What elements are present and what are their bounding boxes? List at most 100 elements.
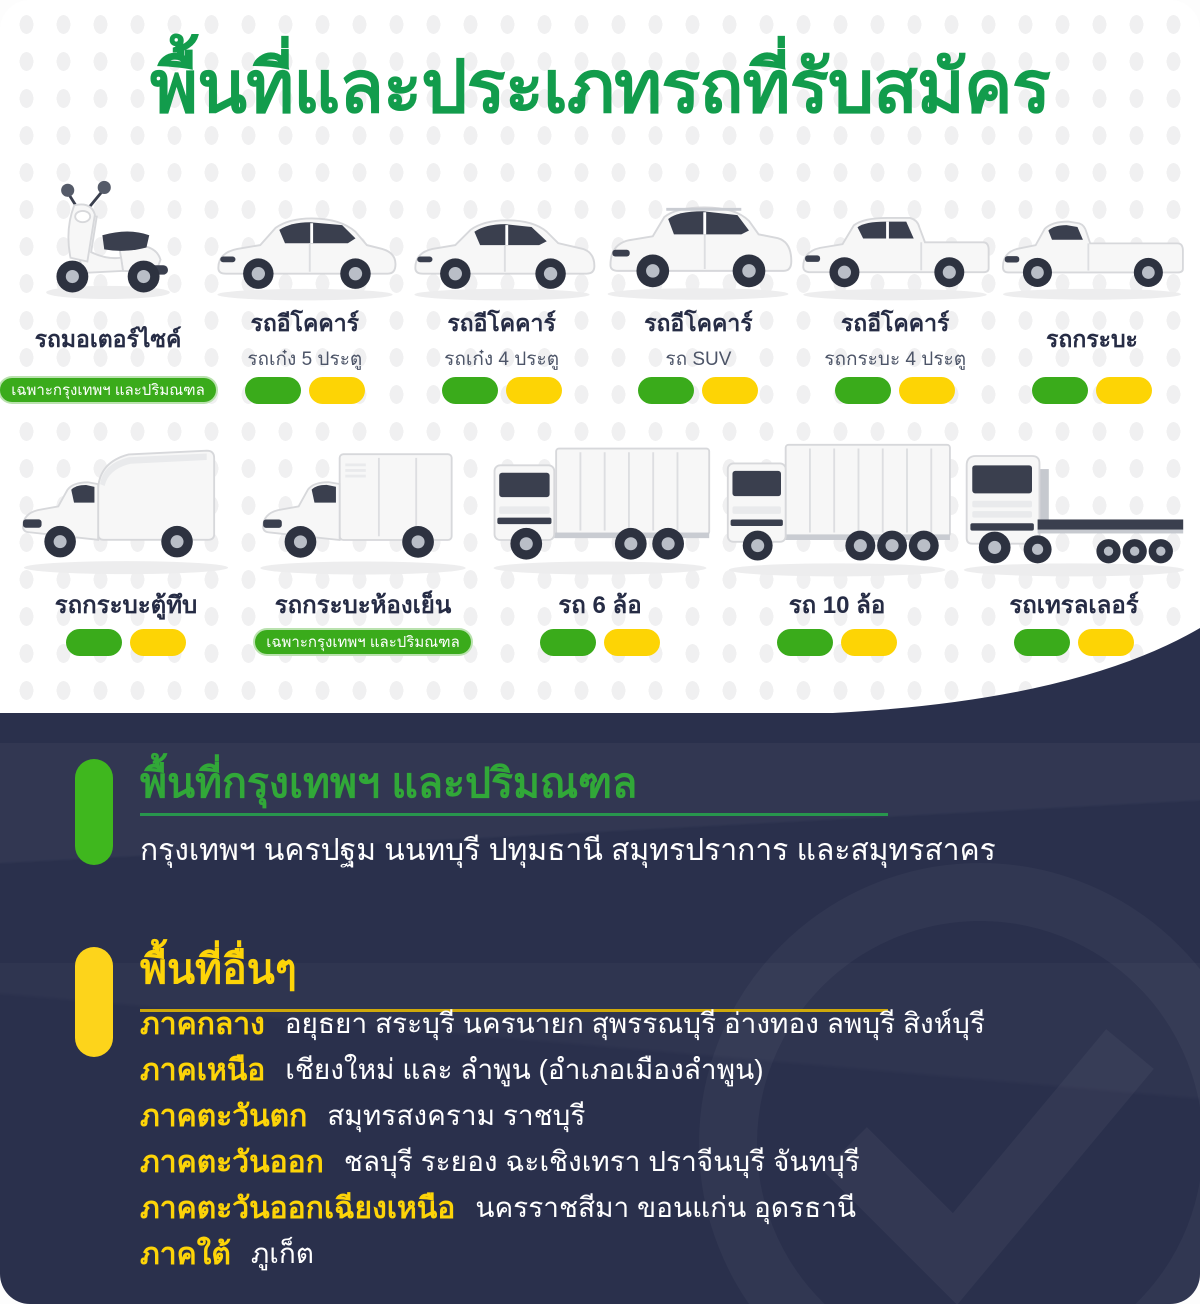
region-provinces: สมุทรสงคราม ราชบุรี [327, 1100, 586, 1131]
pickup-single-cab-image [1001, 220, 1184, 300]
vehicle-card-ecocar-4door: รถอีโคคาร์ รถเก๋ง 4 ประตู [406, 168, 598, 404]
region-label: ภาคตะวันออก [140, 1145, 324, 1179]
region-row: ภาคเหนือ เชียงใหม่ และ ลำพูน (อำเภอเมือง… [140, 1047, 1140, 1093]
yellow-pill [604, 628, 660, 656]
vehicle-subtitle: รถเก๋ง 4 ประตู [444, 349, 560, 370]
vehicle-name: รถ 6 ล้อ [558, 591, 642, 619]
yellow-pill [899, 376, 956, 404]
service-pills [441, 376, 562, 404]
vehicle-name: รถอีโคคาร์ [644, 310, 753, 336]
green-pill [66, 628, 122, 656]
yellow-pill [308, 376, 365, 404]
region-row: ภาคตะวันตก สมุทรสงคราม ราชบุรี [140, 1093, 1140, 1139]
vehicle-name: รถอีโคคาร์ [250, 310, 360, 336]
vehicle-name: รถ 10 ล้อ [788, 591, 886, 619]
region-provinces: เชียงใหม่ และ ลำพูน (อำเภอเมืองลำพูน) [285, 1054, 764, 1085]
vehicle-name: รถกระบะตู้ทึบ [54, 591, 198, 619]
green-pill [1014, 628, 1070, 656]
truck-10-wheel-image [726, 443, 951, 577]
region-provinces: ชลบุรี ระยอง ฉะเชิงเทรา ปราจีนบุรี จันทบ… [343, 1146, 860, 1177]
vehicle-card-pickup-refrigerated: รถกระบะห้องเย็น เฉพาะกรุงเทพฯ และปริมณฑล [247, 424, 479, 656]
region-label: ภาคกลาง [140, 1007, 265, 1041]
service-pills [540, 628, 660, 656]
motorcycle-image [46, 180, 170, 299]
yellow-underline [140, 1009, 888, 1012]
vehicle-card-ecocar-5door: รถอีโคคาร์ รถเก๋ง 5 ประตู [209, 168, 401, 404]
yellow-accent-bar [75, 947, 113, 1057]
green-pill [835, 376, 892, 404]
vehicle-card-truck-6wheel: รถ 6 ล้อ [484, 424, 716, 656]
bkk-only-badge: เฉพาะกรุงเทพฯ และปริมณฑล [253, 628, 473, 656]
green-pill [441, 376, 498, 404]
green-pill [244, 376, 301, 404]
region-label: ภาคตะวันตก [140, 1099, 308, 1133]
service-pills [1014, 628, 1134, 656]
region-label: ภาคตะวันออกเฉียงเหนือ [140, 1191, 456, 1225]
page-title: พื้นที่และประเภทรถที่รับสมัคร [150, 47, 1051, 128]
green-pill [540, 628, 596, 656]
suv-image [607, 206, 793, 300]
vehicle-card-pickup-box: รถกระบะตู้ทึบ [10, 424, 242, 656]
vehicle-card-ecocar-suv: รถอีโคคาร์ รถ SUV [602, 168, 794, 404]
check-circle-watermark-icon [823, 1029, 1154, 1304]
green-accent-bar [75, 759, 113, 865]
region-row: ภาคกลาง อยุธยา สระบุรี นครนายก สุพรรณบุร… [140, 1001, 1140, 1047]
yellow-pill [702, 376, 759, 404]
yellow-pill [130, 628, 186, 656]
region-provinces: นครราชสีมา ขอนแก่น อุดรธานี [475, 1192, 857, 1223]
region-row: ภาคใต้ ภูเก็ต [140, 1231, 1140, 1277]
vehicle-row-1: รถมอเตอร์ไซค์ เฉพาะกรุงเทพฯ และปริมณฑล ร… [0, 168, 1188, 404]
service-pills [835, 376, 956, 404]
region-label: ภาคใต้ [140, 1237, 231, 1271]
vehicle-subtitle: รถกระบะ 4 ประตู [824, 349, 967, 370]
service-pills [1031, 376, 1152, 404]
vehicle-card-trailer: รถเทรลเลอร์ [958, 424, 1190, 656]
regions-list: ภาคกลาง อยุธยา สระบุรี นครนายก สุพรรณบุร… [140, 1001, 1140, 1277]
green-underline [140, 813, 888, 816]
hatchback-image [217, 217, 397, 301]
yellow-pill [1095, 376, 1152, 404]
green-pill [1031, 376, 1088, 404]
region-provinces: ภูเก็ต [250, 1238, 314, 1269]
vehicle-row-2: รถกระบะตู้ทึบ [10, 424, 1190, 656]
pickup-refrigerated-image [260, 453, 466, 575]
region-label: ภาคเหนือ [140, 1053, 266, 1087]
green-pill [777, 628, 833, 656]
section-transition-curve [810, 628, 1200, 714]
vehicle-name: รถอีโคคาร์ [447, 310, 556, 336]
trailer-truck-image [963, 455, 1185, 577]
background-streak [0, 963, 1200, 1303]
sedan-image [413, 219, 595, 301]
bkk-section-title: พื้นที่กรุงเทพฯ และปริมณฑล [140, 760, 638, 806]
region-row: ภาคตะวันออก ชลบุรี ระยอง ฉะเชิงเทรา ปราจ… [140, 1139, 1140, 1185]
bkk-only-badge: เฉพาะกรุงเทพฯ และปริมณฑล [0, 376, 218, 404]
vehicle-card-ecocar-pickup4door: รถอีโคคาร์ รถกระบะ 4 ประตู [799, 168, 991, 404]
service-pills [66, 628, 186, 656]
service-pills [777, 628, 897, 656]
vehicle-name: รถเทรลเลอร์ [1009, 591, 1139, 619]
vehicle-name: รถอีโคคาร์ [840, 310, 950, 336]
yellow-pill [505, 376, 562, 404]
service-pills [638, 376, 759, 404]
pickup-4door-image [802, 216, 990, 301]
vehicle-card-motorcycle: รถมอเตอร์ไซค์ เฉพาะกรุงเทพฯ และปริมณฑล [0, 168, 218, 404]
vehicle-card-truck-10wheel: รถ 10 ล้อ [721, 424, 953, 656]
green-pill [638, 376, 695, 404]
vehicle-name: รถกระบะ [1046, 326, 1138, 352]
vehicle-name: รถมอเตอร์ไซค์ [34, 326, 182, 352]
yellow-pill [1078, 628, 1134, 656]
vehicle-subtitle: รถเก๋ง 5 ประตู [247, 349, 363, 370]
vehicle-types-panel [0, 0, 1200, 713]
areas-panel: พื้นที่กรุงเทพฯ และปริมณฑล กรุงเทพฯ นครป… [0, 713, 1200, 1304]
vehicle-name: รถกระบะห้องเย็น [274, 591, 452, 619]
other-areas-section-title: พื้นที่อื่นๆ [140, 946, 297, 992]
yellow-pill [841, 628, 897, 656]
truck-6-wheel-image [493, 447, 711, 575]
region-provinces: อยุธยา สระบุรี นครนายก สุพรรณบุรี อ่างทอ… [284, 1008, 985, 1039]
vehicle-card-pickup: รถกระบะ [996, 168, 1188, 404]
background-streak [0, 743, 1200, 963]
vehicle-subtitle: รถ SUV [665, 349, 732, 370]
service-pills [244, 376, 365, 404]
pickup-box-image [22, 449, 229, 575]
